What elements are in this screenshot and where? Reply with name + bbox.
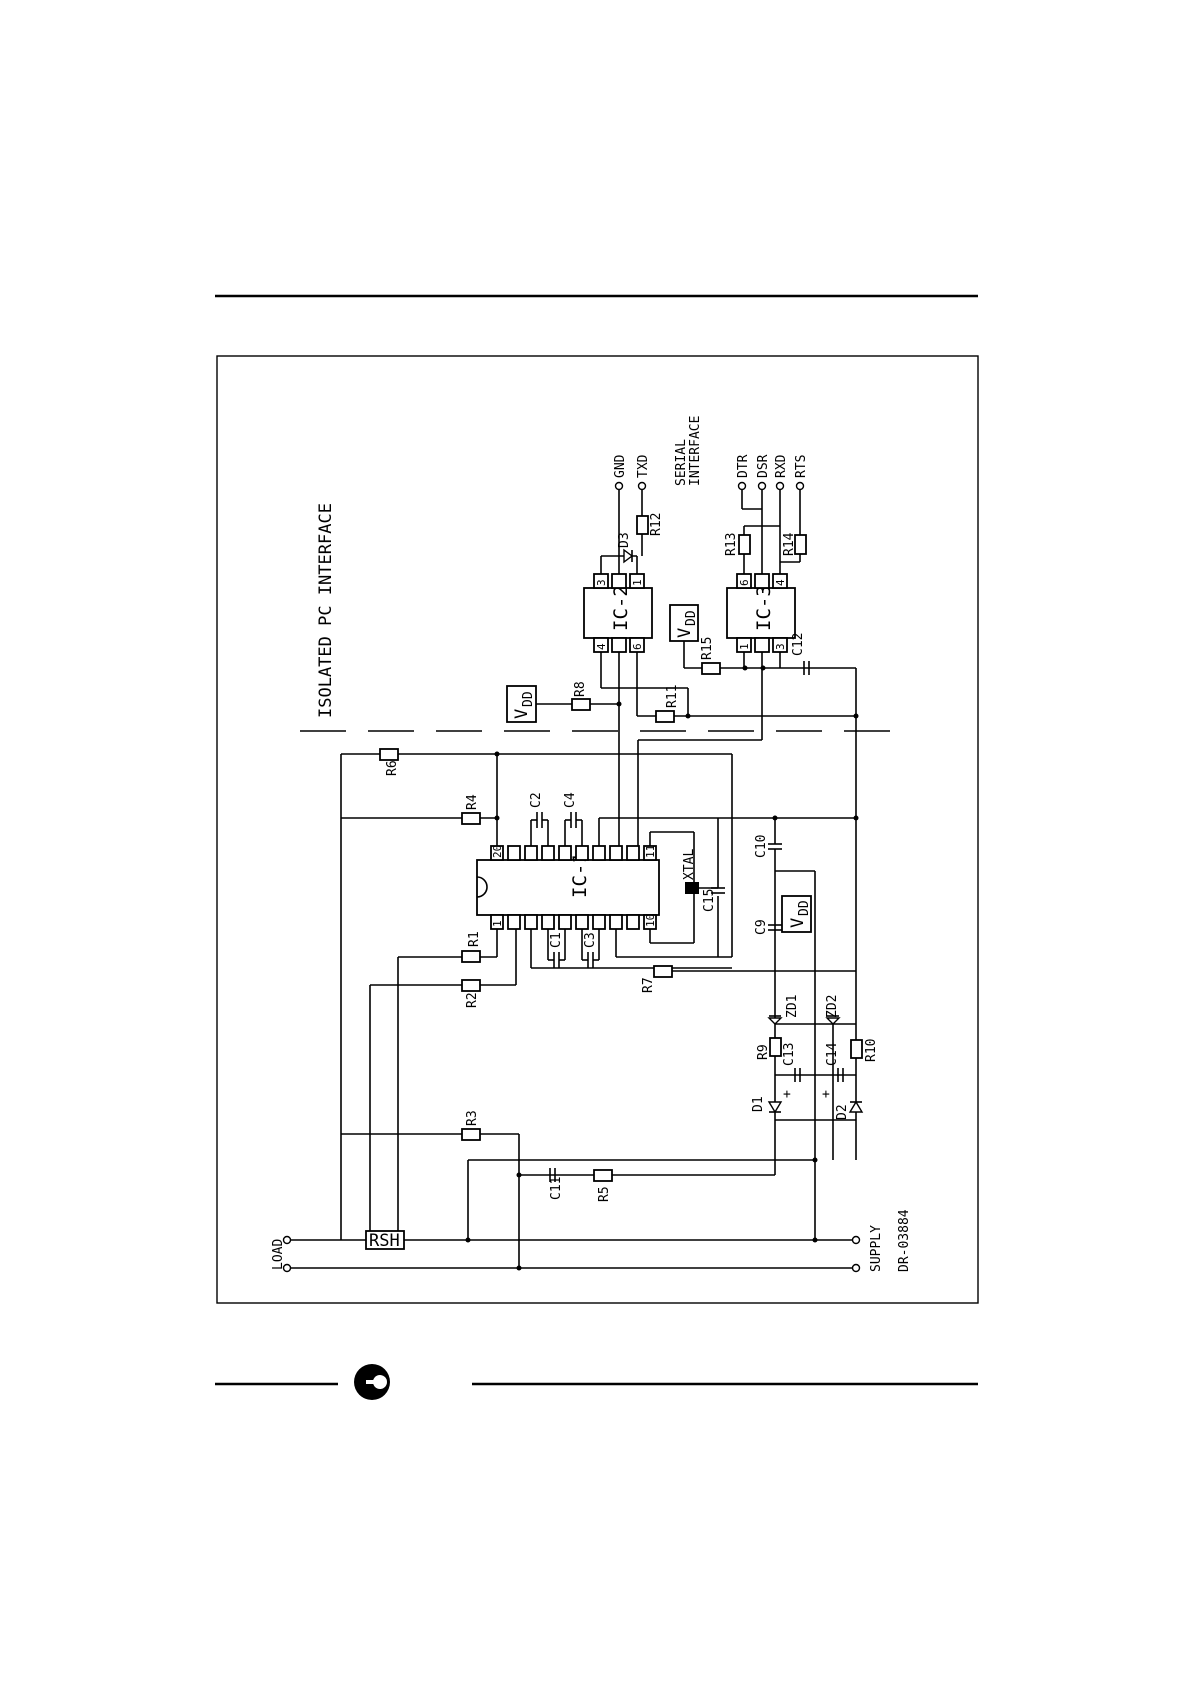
r15-label: R15	[700, 637, 715, 660]
section-title: ISOLATED PC INTERFACE	[316, 503, 336, 718]
rts-terminal[interactable]	[797, 483, 804, 490]
c1-label: C1	[549, 932, 564, 948]
r5-resistor	[594, 1170, 612, 1181]
gnd-label: GND	[613, 454, 628, 478]
dtr-label: DTR	[736, 454, 751, 478]
ic3-pin1-label: 1	[738, 643, 751, 650]
c13-label: C13	[782, 1043, 797, 1066]
d3-diode	[624, 550, 632, 562]
r4-resistor	[462, 813, 480, 824]
r8-label: R8	[573, 681, 588, 697]
serial-interface-label-1: SERIAL	[674, 439, 689, 486]
r11-resistor	[656, 711, 674, 722]
ic3-label: IC-3	[753, 585, 775, 631]
supply-terminal-1[interactable]	[853, 1237, 860, 1244]
ic3-pin3-label: 3	[774, 643, 787, 650]
r12-resistor	[637, 516, 648, 534]
r6-label: R6	[385, 760, 400, 776]
c3-label: C3	[583, 932, 598, 948]
txd-terminal[interactable]	[639, 483, 646, 490]
zd1-zener	[769, 1018, 781, 1024]
vdd-box-r8-dd: DD	[521, 691, 536, 707]
r12-label: R12	[649, 513, 664, 536]
zd2-label: ZD2	[825, 995, 840, 1018]
ic3-pin4-label: 4	[774, 579, 787, 586]
r6-resistor	[380, 749, 398, 760]
c9-label: C9	[754, 919, 769, 935]
r9-resistor	[770, 1038, 781, 1056]
diagram-id-label: DR-03884	[897, 1209, 912, 1272]
r10-label: R10	[864, 1039, 879, 1062]
ic2-label: IC-2	[610, 585, 632, 631]
xtal-crystal	[685, 882, 699, 894]
r1-resistor	[462, 951, 480, 962]
vdd-box-ic1-dd: DD	[797, 900, 812, 916]
c13-plus: +	[783, 1087, 791, 1102]
ic1-bottom-pins	[491, 915, 656, 929]
figure-frame	[217, 356, 978, 1303]
rxd-label: RXD	[774, 454, 789, 478]
dtr-terminal[interactable]	[739, 483, 746, 490]
r3-label: R3	[465, 1110, 480, 1126]
gnd-terminal[interactable]	[616, 483, 623, 490]
vdd-box-ic2-v: V	[675, 628, 695, 638]
ic3-pin6-label: 6	[738, 579, 751, 586]
d2-label: D2	[835, 1104, 850, 1120]
c12-label: C12	[791, 633, 806, 656]
r9-label: R9	[756, 1044, 771, 1060]
ic1-pin11-label: 11	[644, 845, 657, 858]
txd-label: TXD	[636, 454, 651, 478]
ic1-pin20-label: 20	[491, 845, 504, 858]
r8-resistor	[572, 699, 590, 710]
c15-label: C15	[702, 889, 717, 912]
r14-label: R14	[782, 532, 797, 556]
ic2-pin6-label: 6	[631, 643, 644, 650]
xtal-label: XTAL	[682, 849, 697, 880]
r4-label: R4	[465, 794, 480, 810]
c14-label: C14	[825, 1042, 840, 1066]
serial-interface-label-2: INTERFACE	[688, 416, 703, 486]
r2-label: R2	[465, 992, 480, 1008]
r11-label: R11	[665, 685, 680, 708]
load-label: LOAD	[271, 1239, 286, 1270]
r7-resistor	[654, 966, 672, 977]
company-logo	[354, 1364, 390, 1400]
ic1-pin10-label: 10	[644, 914, 657, 927]
dsr-terminal[interactable]	[759, 483, 766, 490]
vdd-box-ic1-v: V	[788, 918, 808, 928]
r3-resistor	[462, 1129, 480, 1140]
ic2-pin3-label: 3	[595, 579, 608, 586]
dsr-label: DSR	[756, 454, 771, 478]
c2-label: C2	[529, 792, 544, 808]
d1-label: D1	[751, 1096, 766, 1112]
r1-label: R1	[467, 931, 482, 947]
rxd-terminal[interactable]	[777, 483, 784, 490]
ic1-chip	[477, 860, 659, 915]
supply-terminal-2[interactable]	[853, 1265, 860, 1272]
r15-resistor	[702, 663, 720, 674]
c4-label: C4	[563, 792, 578, 808]
vdd-box-r8-v: V	[512, 709, 532, 719]
r13-resistor	[739, 535, 750, 554]
r10-resistor	[851, 1040, 862, 1058]
rts-label: RTS	[794, 455, 809, 478]
rsh-label: RSH	[369, 1231, 400, 1251]
c10-label: C10	[754, 835, 769, 858]
d1-diode	[769, 1102, 781, 1112]
r13-label: R13	[724, 533, 739, 556]
ic1-pin1-label: 1	[491, 920, 504, 927]
supply-label: SUPPLY	[869, 1225, 884, 1272]
r5-label: R5	[597, 1186, 612, 1202]
r2-resistor	[462, 980, 480, 991]
zd1-label: ZD1	[785, 995, 800, 1018]
r7-label: R7	[641, 977, 656, 993]
c14-plus: +	[822, 1087, 830, 1102]
d2-diode	[850, 1102, 862, 1112]
schematic: ISOLATED PC INTERFACE SERIAL INTERFACE L…	[271, 416, 912, 1272]
vdd-box-ic2-dd: DD	[684, 610, 699, 626]
ic2-pin4-label: 4	[595, 643, 608, 650]
ic2-pin1-label: 1	[631, 579, 644, 586]
c11-label: C11	[549, 1177, 564, 1200]
